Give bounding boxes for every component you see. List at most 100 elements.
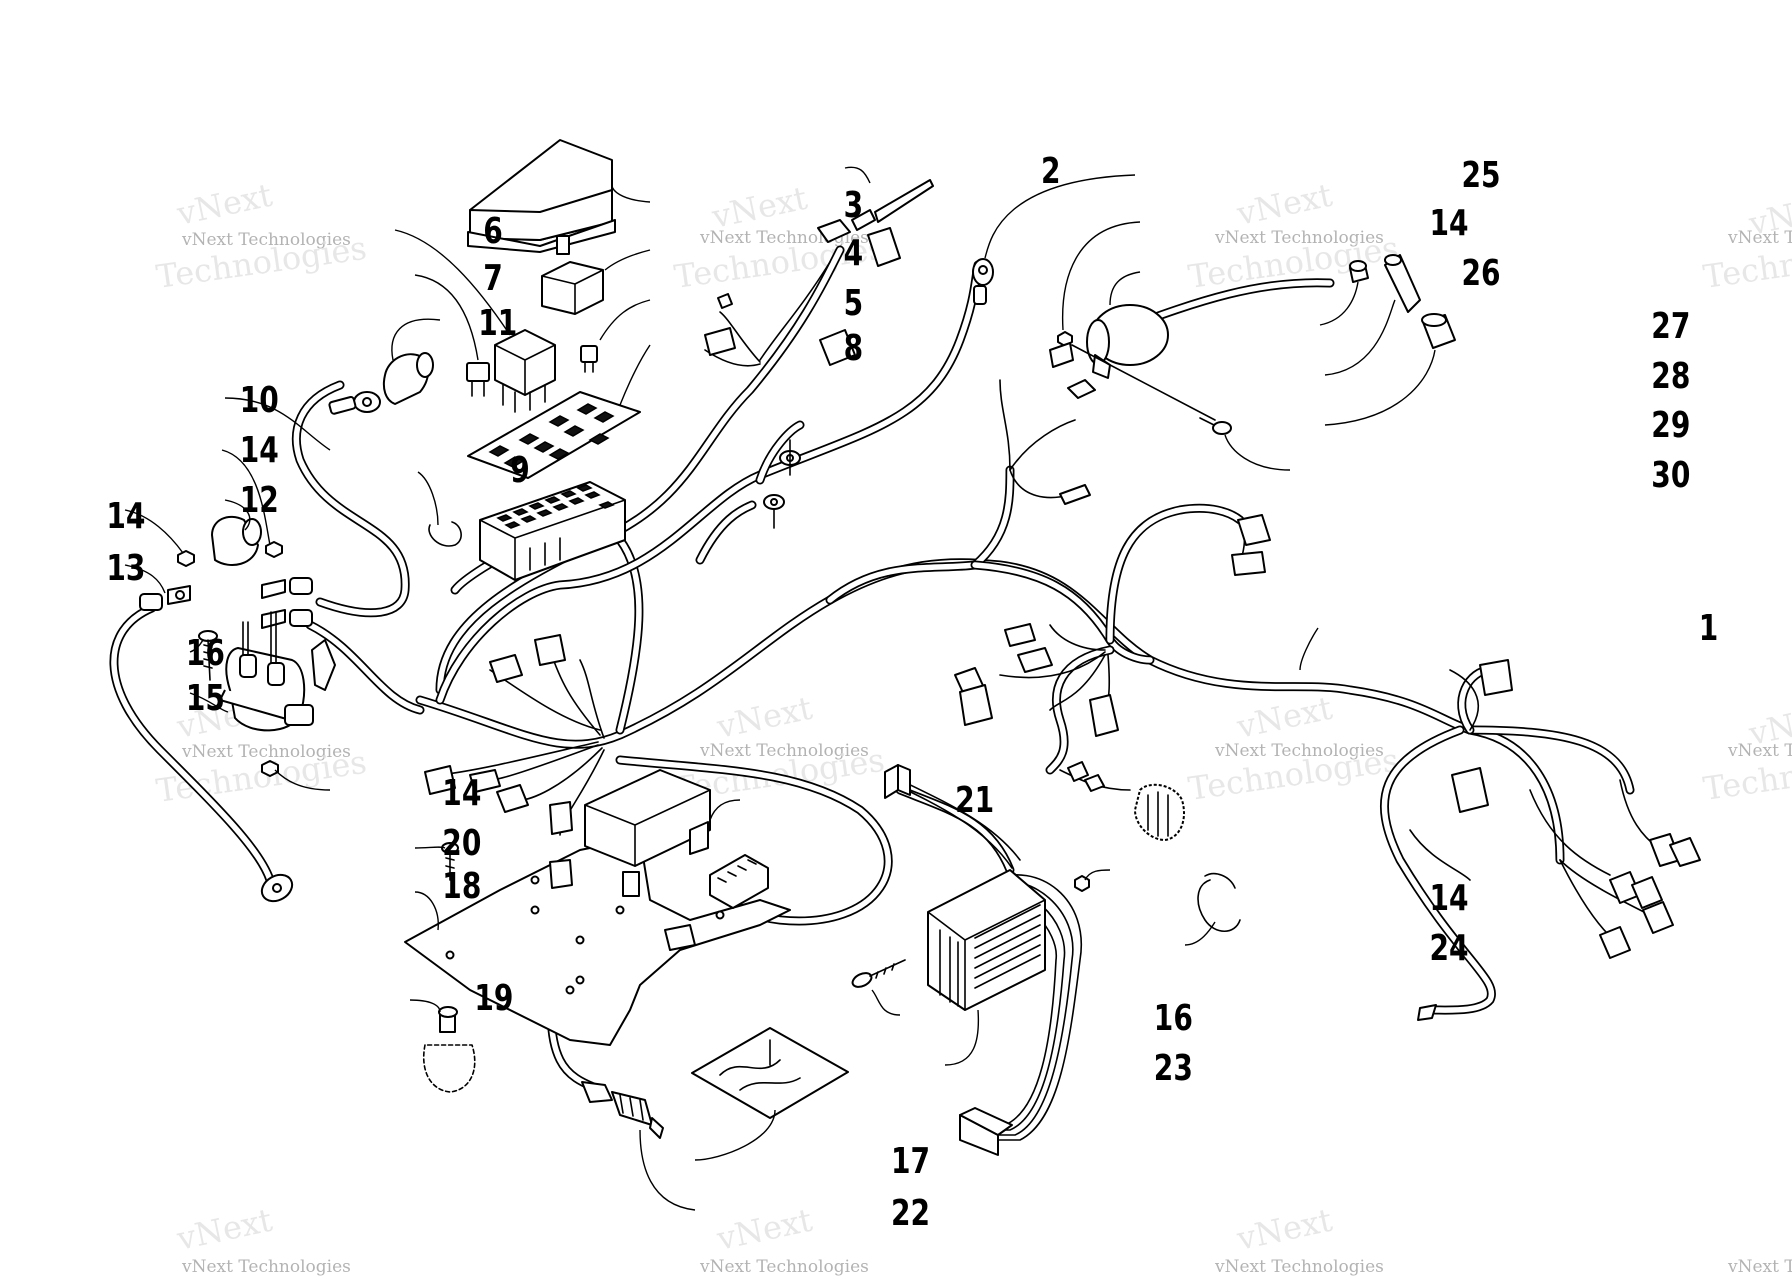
bolt <box>1199 417 1232 435</box>
watermark-text: vNext Technologies <box>699 1257 869 1277</box>
watermark-text: vNext <box>1233 1201 1336 1258</box>
watermark-text: vNext Technologies <box>181 1257 351 1277</box>
fuse-label-decal <box>467 391 641 479</box>
spark-plug-boot <box>1349 260 1369 283</box>
fuse-block <box>479 481 626 581</box>
callout-label: 11 <box>478 302 517 344</box>
watermark-tile: vNext vNext Technologies <box>1214 1201 1384 1277</box>
callout-label: 16 <box>186 632 225 674</box>
mini-fuse <box>580 345 598 373</box>
callout-label: 14 <box>240 429 279 471</box>
watermark-text: vNext Technologies <box>181 742 351 762</box>
cap <box>1421 313 1456 349</box>
callout-label: 15 <box>186 677 225 719</box>
watermark-text: vNext <box>1233 689 1336 746</box>
callout-label: 22 <box>891 1192 930 1234</box>
connector <box>1417 659 1701 1021</box>
connector <box>1049 342 1271 576</box>
callout-label: 24 <box>1430 927 1469 969</box>
starter-solenoid <box>219 611 336 732</box>
ring-terminal <box>972 258 994 305</box>
watermark-text: vNext Technologies <box>1214 228 1384 248</box>
callout-label: 26 <box>1461 252 1500 294</box>
blade-fuse <box>466 362 490 397</box>
callout-label: 4 <box>844 232 864 274</box>
warning-decal <box>691 1027 849 1119</box>
mounting-plate <box>404 837 791 1046</box>
callout-label: 30 <box>1651 454 1690 496</box>
spark-plug-terminal <box>851 179 934 231</box>
ground-eyelet <box>763 439 801 529</box>
ring-terminal <box>328 391 381 415</box>
regulator-connector <box>884 764 911 799</box>
callout-label: 7 <box>483 257 503 299</box>
callout-label: 14 <box>106 495 145 537</box>
connector <box>709 854 769 909</box>
callout-label: 19 <box>474 977 513 1019</box>
connector <box>704 219 901 366</box>
watermark-text: vNext Technologies <box>1727 741 1792 761</box>
callout-label: 14 <box>1430 202 1469 244</box>
callout-label: 3 <box>844 184 864 226</box>
oxygen-sensor <box>581 1081 664 1139</box>
watermark-tile: vNext vNext Technologies Technologies <box>1186 689 1401 808</box>
bolt <box>851 959 906 988</box>
bolt <box>198 630 218 681</box>
hex-nut <box>261 760 279 777</box>
callout-label: 25 <box>1461 154 1500 196</box>
watermark-tile: vNext Technologies <box>1727 1257 1792 1277</box>
spark-plug-cap <box>1384 254 1421 313</box>
callout-label: 6 <box>483 210 503 252</box>
terminal-boot <box>211 515 262 566</box>
hex-nut <box>1074 875 1090 892</box>
callout-label: 2 <box>1041 150 1061 192</box>
battery-cable-terminal <box>139 585 294 903</box>
watermark-text: vNext Technologies <box>1727 228 1792 248</box>
callout-label: 29 <box>1651 404 1690 446</box>
relay-cover <box>541 261 604 315</box>
connector <box>424 634 573 889</box>
callout-label: 13 <box>106 547 145 589</box>
watermark-tile: vNext vNext Technologies Technologies <box>1701 186 1792 296</box>
watermark-text: vNext <box>713 689 816 746</box>
rubber-mount <box>423 1006 476 1093</box>
watermark-tile: vNext vNext Technologies Technologies <box>672 179 887 296</box>
wire-clip <box>428 521 462 547</box>
terminal-boot <box>382 352 434 405</box>
callout-label: 12 <box>240 479 279 521</box>
callout-label: 16 <box>1154 997 1193 1039</box>
watermark-text: vNext <box>173 176 276 233</box>
connector <box>954 623 1119 792</box>
callout-label: 10 <box>240 379 279 421</box>
callout-label: 20 <box>442 822 481 864</box>
hex-nut <box>177 550 195 567</box>
screw <box>441 842 459 881</box>
callout-label: 23 <box>1154 1047 1193 1089</box>
watermark-tile: vNext vNext Technologies Technologies <box>1701 696 1792 808</box>
callout-label: 5 <box>844 282 864 324</box>
hex-nut <box>265 541 283 558</box>
indicator-lamp <box>1134 783 1185 841</box>
ecu-module <box>584 769 711 867</box>
callout-label: 27 <box>1651 305 1690 347</box>
watermark-tile: vNext vNext Technologies <box>173 1201 351 1277</box>
fuse-box-cover <box>467 139 616 255</box>
ignition-coil <box>1071 304 1216 421</box>
watermark-text: vNext Technologies <box>699 741 869 761</box>
callout-label: 17 <box>891 1140 930 1182</box>
watermark-tile: vNext vNext Technologies Technologies <box>154 176 369 296</box>
watermark-text: vNext Technologies <box>181 230 351 250</box>
callout-label: 21 <box>955 779 994 821</box>
callout-label: 14 <box>442 772 481 814</box>
watermark-text: vNext Technologies <box>1214 741 1384 761</box>
leader-lines <box>124 166 1436 1211</box>
watermark-text: vNext <box>173 1201 276 1258</box>
callout-label: 28 <box>1651 355 1690 397</box>
callout-label: 9 <box>510 449 530 491</box>
callout-labels: 1 2 3 4 5 6 7 8 9 10 11 12 13 14 14 14 1… <box>106 150 1718 1234</box>
regulator-connector <box>959 1107 1013 1156</box>
watermark-text: vNext <box>713 1201 816 1258</box>
relay <box>494 329 556 413</box>
callout-label: 8 <box>844 327 864 369</box>
